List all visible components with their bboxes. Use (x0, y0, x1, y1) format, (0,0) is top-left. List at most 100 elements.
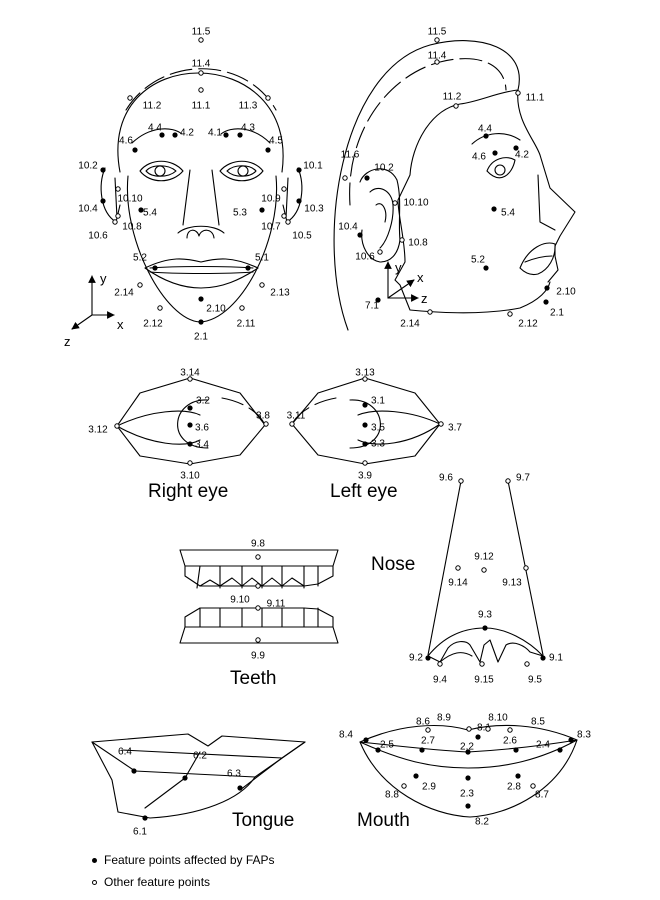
side-axis-y-label: y (395, 260, 402, 275)
side-face-point-10-6-label: 10.6 (355, 252, 375, 263)
front-face-point-10-4-label: 10.4 (78, 204, 98, 215)
front-face-point-11-3-label: 11.3 (239, 101, 258, 112)
front-face-point-10-8-marker (115, 213, 121, 219)
front-face-point-4-6-marker (132, 147, 138, 153)
right-eye-point-3-14-marker (187, 376, 193, 382)
teeth-point-9-10-label: 9.10 (230, 595, 250, 606)
front-face-point-11-1-label: 11.1 (192, 101, 211, 112)
teeth-point-9-11-label: 9.11 (267, 599, 286, 610)
right-eye-outline (116, 377, 266, 465)
front-face-point-4-1-label: 4.1 (208, 128, 222, 139)
side-face-point-2-12-marker (507, 311, 513, 317)
front-face-point-10-1-label: 10.1 (303, 161, 323, 172)
side-face-point-11-2-label: 11.2 (443, 92, 462, 103)
mouth-point-8-3-marker (568, 737, 574, 743)
front-face-point-5-4-marker (138, 207, 144, 213)
teeth-point-9-10-marker (255, 583, 261, 589)
side-face-point-4-4-label: 4.4 (478, 124, 492, 135)
mouth-point-2-3-marker (465, 775, 471, 781)
legend-affected-label: Feature points affected by FAPs (104, 853, 275, 867)
mouth-point-8-8-label: 8.8 (385, 790, 399, 801)
side-face-point-11-6-marker (342, 175, 348, 181)
side-face-point-2-12-label: 2.12 (518, 319, 538, 330)
mouth-point-8-7-label: 8.7 (535, 790, 549, 801)
front-face-point-5-3-label: 5.3 (233, 208, 247, 219)
mouth-point-8-9-label: 8.9 (437, 713, 451, 724)
front-face-point-10-7-marker (281, 213, 287, 219)
nose-point-9-3-label: 9.3 (478, 610, 492, 621)
mouth-point-8-7-marker (530, 783, 536, 789)
legend-affected: Feature points affected by FAPs (92, 853, 275, 867)
nose-point-9-1-label: 9.1 (549, 653, 563, 664)
front-face-point-4-5-label: 4.5 (269, 136, 283, 147)
right-eye-point-3-10-marker (187, 460, 193, 466)
side-face-point-10-8-marker (399, 237, 405, 243)
right-eye-point-3-10-label: 3.10 (180, 471, 200, 482)
side-face-point-11-1-marker (515, 90, 521, 96)
side-face-point-10-4-marker (357, 232, 363, 238)
legend-other: Other feature points (92, 875, 210, 889)
side-face-point-2-14-label: 2.14 (400, 319, 420, 330)
side-face-outline (333, 40, 576, 331)
mouth-point-8-6-label: 8.6 (416, 717, 430, 728)
front-face-point-10-5-label: 10.5 (292, 231, 312, 242)
mouth-point-2-2-marker (465, 749, 471, 755)
side-face-point-4-6-label: 4.6 (472, 152, 486, 163)
front-face-point-10-9-marker (281, 186, 287, 192)
mouth-point-2-8-marker (515, 773, 521, 779)
left-eye-point-3-13-label: 3.13 (355, 368, 375, 379)
left-eye-point-3-7-marker (438, 421, 444, 427)
side-face-point-4-4-marker (483, 133, 489, 139)
front-axes: y x z (64, 271, 124, 349)
front-face-point-11-2-marker (127, 95, 133, 101)
nose-point-9-12-label: 9.12 (474, 552, 494, 563)
mouth-point-8-10-label: 8.10 (488, 713, 508, 724)
front-face-point-5-4-label: 5.4 (143, 208, 157, 219)
mouth-point-8-5-label: 8.5 (531, 717, 545, 728)
front-face-point-11-4-label: 11.4 (192, 59, 211, 70)
left-eye-point-3-5-label: 3.5 (371, 423, 385, 434)
front-face-point-2-13-label: 2.13 (270, 288, 290, 299)
tongue-point-6-4-label: 6.4 (118, 747, 132, 758)
tongue-point-6-3-label: 6.3 (227, 769, 241, 780)
front-face-point-10-2-marker (100, 167, 106, 173)
front-face-point-2-14-label: 2.14 (114, 288, 134, 299)
tongue-point-6-1-marker (142, 815, 148, 821)
right-eye-point-3-6-marker (187, 422, 193, 428)
left-eye-point-3-9-label: 3.9 (358, 471, 372, 482)
mouth-point-8-1-label: 8.1 (477, 723, 491, 734)
side-face-point-2-10-marker (544, 285, 550, 291)
caption-nose: Nose (371, 554, 415, 575)
nose-point-9-13-label: 9.13 (502, 578, 522, 589)
side-face-point-10-2-marker (364, 175, 370, 181)
front-axis-z-label: z (64, 334, 71, 349)
nose-point-9-3-marker (482, 625, 488, 631)
front-face-point-10-3-label: 10.3 (304, 204, 324, 215)
front-face-point-5-2-marker (152, 265, 158, 271)
mouth-point-8-8-marker (401, 783, 407, 789)
side-axes: y x z (384, 260, 428, 306)
right-eye-point-3-4-label: 3.4 (195, 440, 209, 451)
side-face-point-11-4-marker (434, 59, 440, 65)
caption-left-eye: Left eye (330, 481, 398, 502)
side-face-point-11-6-label: 11.6 (341, 150, 360, 161)
front-face-point-10-7-label: 10.7 (261, 222, 281, 233)
front-face-point-10-2-label: 10.2 (78, 161, 98, 172)
tongue-point-6-2-label: 6.2 (193, 751, 207, 762)
front-face-point-4-5-marker (265, 147, 271, 153)
nose-point-9-13-marker (523, 565, 529, 571)
right-eye-point-3-8-label: 3.8 (256, 411, 270, 422)
nose-point-9-4-marker (437, 661, 443, 667)
front-face-point-2-12-marker (157, 305, 163, 311)
mouth-point-8-5-marker (507, 727, 513, 733)
side-face-point-2-14-marker (427, 309, 433, 315)
nose-point-9-5-marker (524, 661, 530, 667)
mouth-point-2-7-marker (419, 747, 425, 753)
filled-dot-icon (92, 857, 97, 863)
mouth-point-2-4-label: 2.4 (536, 740, 550, 751)
front-face-point-2-10-marker (198, 296, 204, 302)
right-eye-point-3-2-marker (187, 405, 193, 411)
front-face-point-11-3-marker (265, 95, 271, 101)
nose-point-9-15-label: 9.15 (474, 675, 494, 686)
front-face-point-4-6-label: 4.6 (119, 136, 133, 147)
